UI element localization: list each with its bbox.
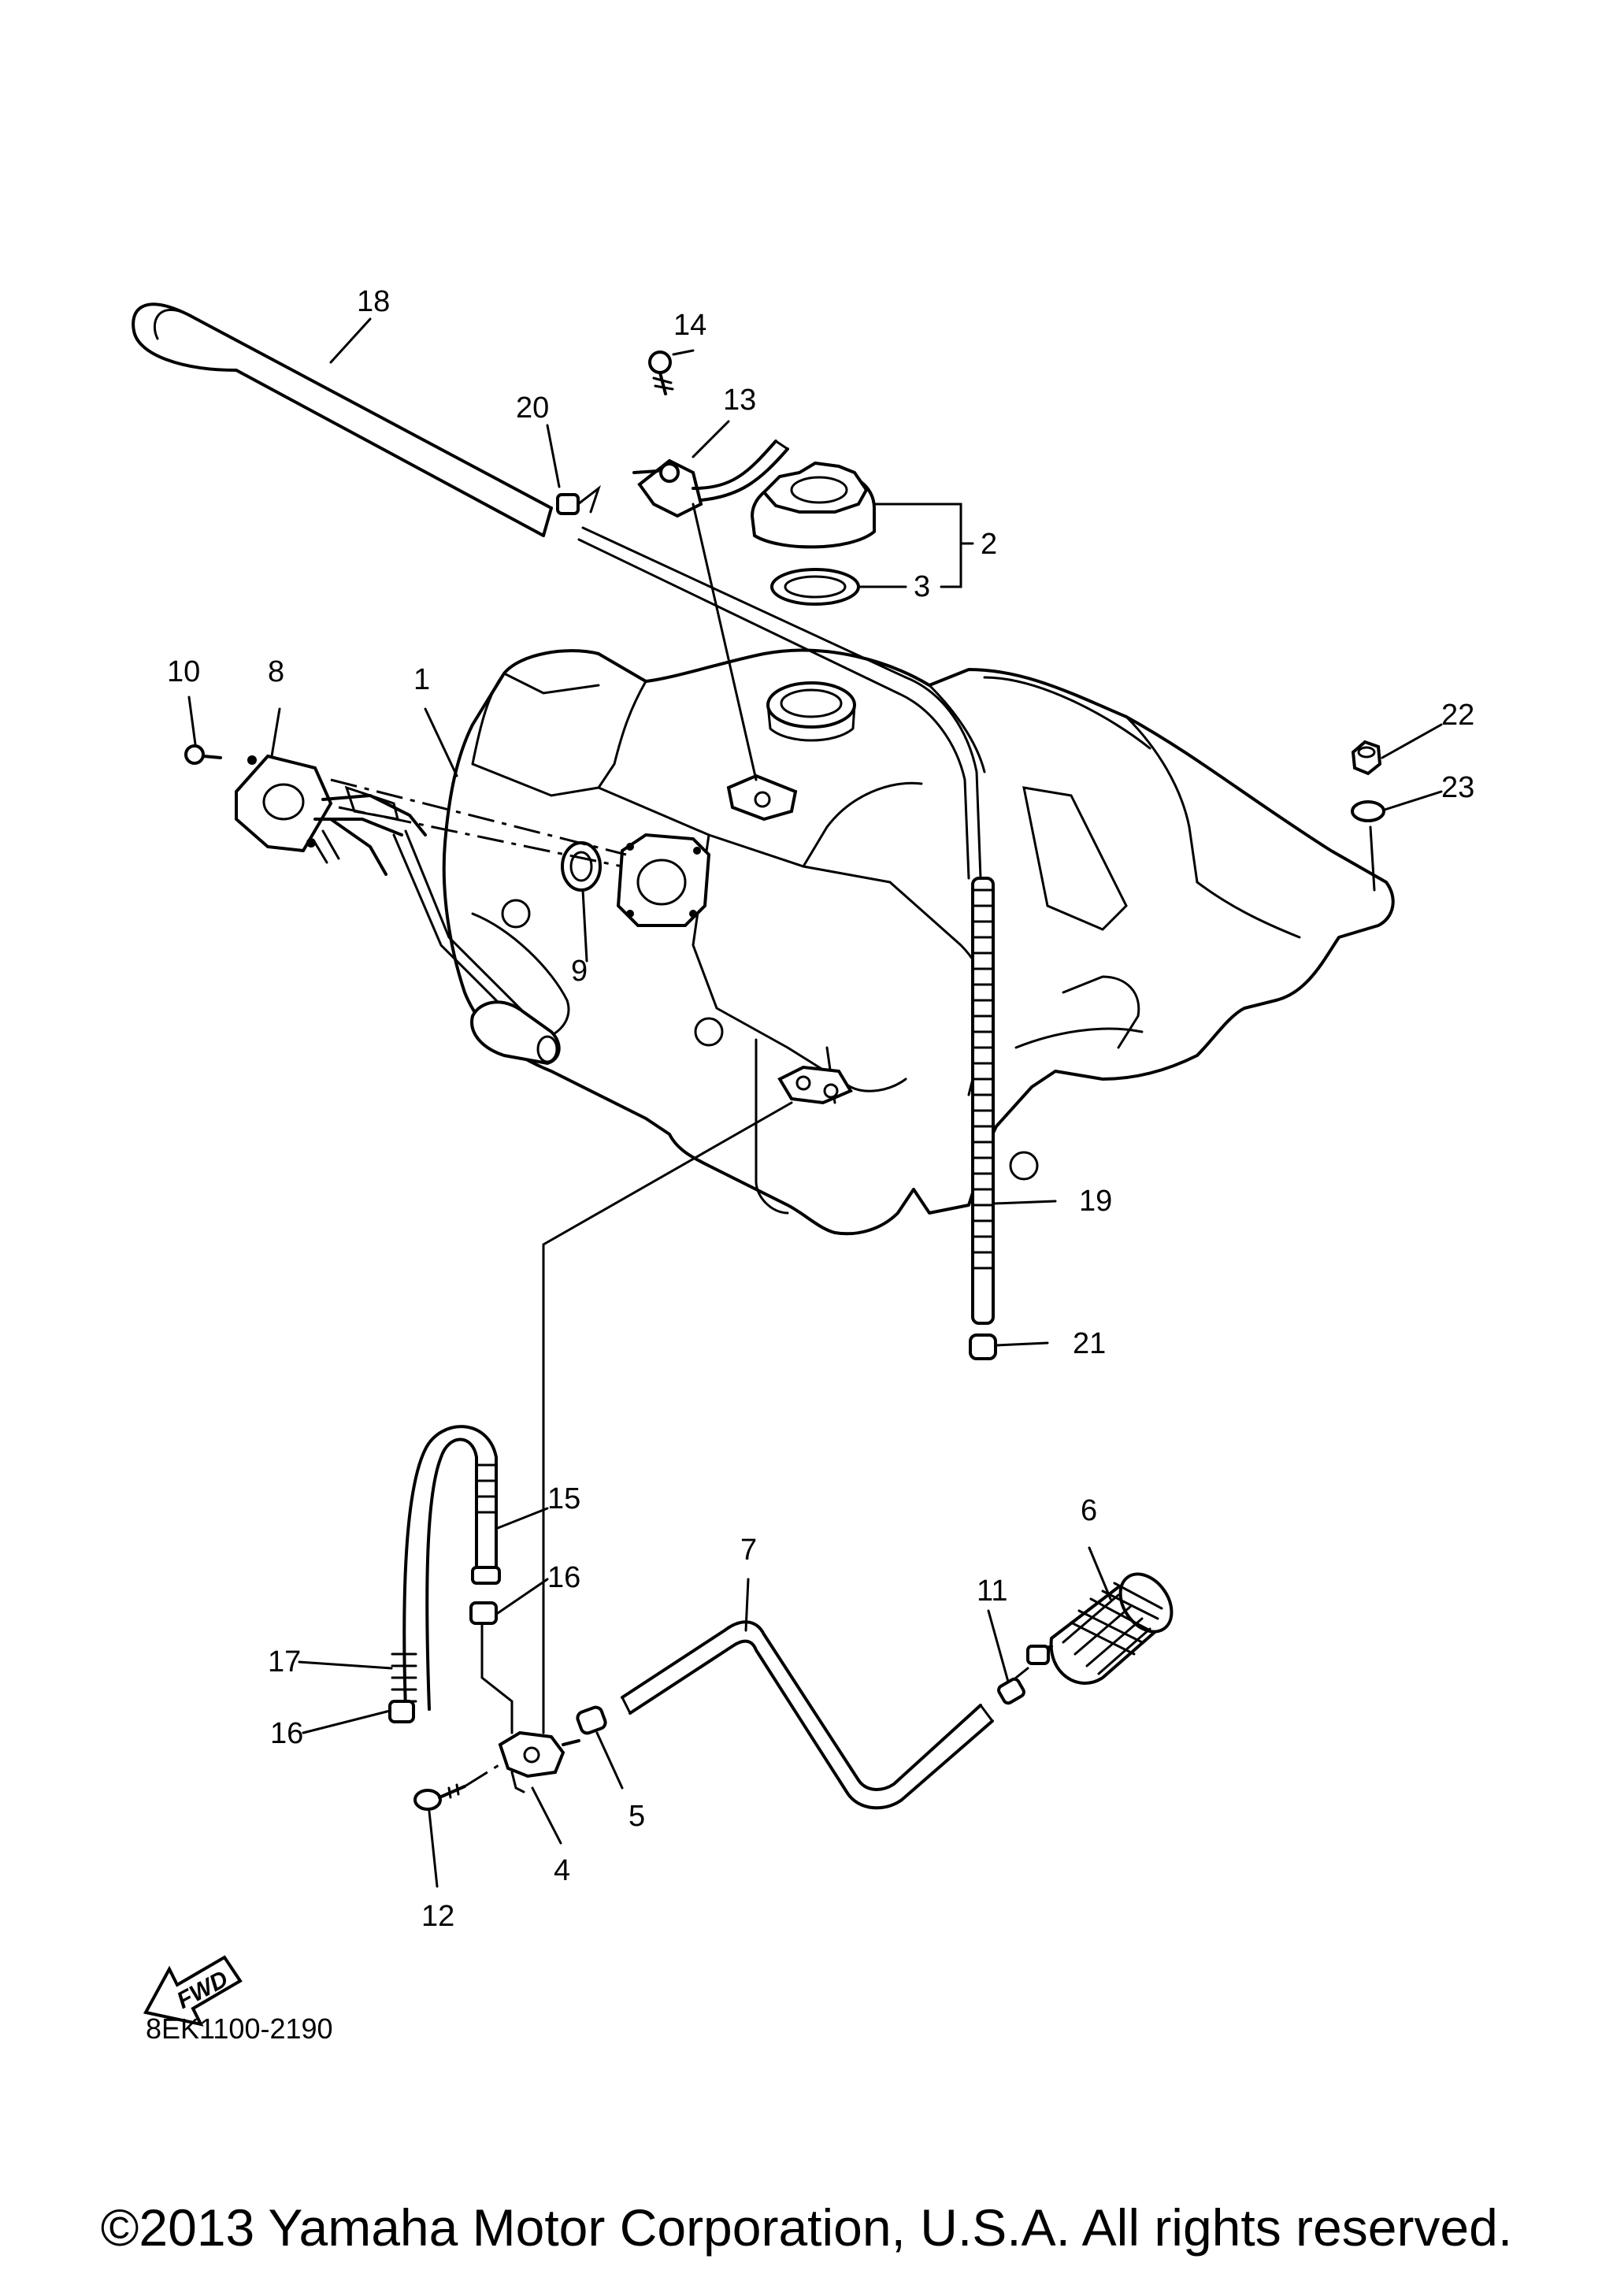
vent-line [581, 526, 982, 880]
copyright-notice: ©2013 Yamaha Motor Corporation, U.S.A. A… [100, 2198, 1513, 2257]
part-19-corrugated-hose [971, 877, 995, 1325]
callout-23: 23 [1441, 771, 1474, 804]
part-23-washer [1351, 800, 1385, 822]
part-21-cap [969, 1333, 997, 1360]
callout-14: 14 [673, 309, 706, 342]
callout-12: 12 [421, 1900, 454, 1933]
diagram-reference-code: 8EK1100-2190 [146, 2012, 333, 2045]
assembly-line-8 [330, 778, 627, 856]
part-14-bolt [648, 351, 674, 395]
part-11-clip [997, 1667, 1029, 1705]
callout-13: 13 [723, 384, 756, 417]
callout-3: 3 [914, 570, 930, 603]
fuel-float [470, 1000, 561, 1066]
part-22-nut [1351, 740, 1382, 776]
callout-2: 2 [981, 528, 997, 561]
callout-4: 4 [554, 1854, 570, 1887]
part-9-grommet [561, 841, 602, 892]
hose-to-petcock-line [480, 1623, 514, 1734]
assembly-line-8b [338, 806, 623, 868]
callout-16-lower: 16 [270, 1717, 303, 1750]
assembly-line-12 [464, 1763, 501, 1788]
callout-17: 17 [268, 1645, 301, 1678]
callout-20: 20 [516, 391, 549, 425]
part-12-screw [413, 1783, 466, 1811]
callout-15: 15 [547, 1482, 580, 1515]
part-20-clip [556, 484, 601, 515]
leader-lines [187, 317, 1443, 1888]
callout-18: 18 [357, 285, 390, 318]
callout-10: 10 [167, 655, 200, 688]
part-16-clip-upper [469, 1601, 498, 1625]
part-13-vent-valve [632, 440, 789, 518]
petcock-mount [777, 1065, 853, 1105]
part-18-breather-hose [132, 302, 553, 537]
vent-boss [726, 773, 798, 822]
mount-line-22 [1369, 825, 1376, 892]
vent-valve-line [692, 503, 758, 781]
part-7-fuel-hose [621, 1620, 994, 1810]
part-16-clip-lower [388, 1700, 415, 1723]
callout-7: 7 [740, 1534, 757, 1567]
part-15-hose [402, 1425, 501, 1711]
filler-neck [766, 681, 856, 742]
bracket-2-3 [873, 503, 974, 588]
part-2-fuel-cap [750, 461, 876, 549]
callout-11: 11 [977, 1575, 1007, 1608]
callout-5: 5 [629, 1800, 645, 1833]
callout-22: 22 [1441, 699, 1474, 732]
part-5-collar [576, 1705, 607, 1735]
callout-1: 1 [413, 663, 430, 696]
petcock-line [542, 1101, 793, 1734]
part-10-screw [184, 744, 222, 765]
callout-16-upper: 16 [547, 1561, 580, 1594]
part-17-hose [391, 1652, 417, 1703]
part-4-fuel-cock [498, 1730, 580, 1793]
vent-line-inner [577, 538, 970, 880]
callout-8: 8 [268, 655, 284, 688]
callout-6: 6 [1081, 1494, 1097, 1527]
sender-opening [616, 833, 711, 927]
callout-19: 19 [1079, 1185, 1112, 1218]
part-3-gasket [770, 568, 860, 606]
part-6-fuel-filter [1026, 1572, 1174, 1685]
callout-21: 21 [1073, 1327, 1106, 1360]
callout-9: 9 [571, 955, 588, 988]
